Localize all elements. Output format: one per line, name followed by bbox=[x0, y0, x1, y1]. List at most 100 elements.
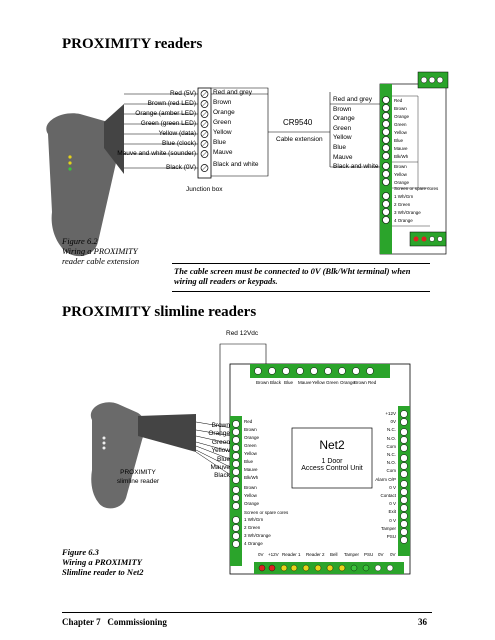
wire-label: Red (5V) bbox=[169, 90, 196, 97]
net2-title: Net2 bbox=[319, 438, 345, 452]
terminal-label: Reader 2 bbox=[306, 552, 325, 557]
terminal-label: Tamper bbox=[380, 525, 396, 531]
terminal-label: Mauve bbox=[394, 146, 408, 151]
caption-line: Wiring a PROXIMITY bbox=[62, 246, 138, 256]
caption-line: reader cable extension bbox=[62, 256, 140, 266]
wire-label: Yellow bbox=[211, 447, 230, 455]
pair-row: 4 Orange bbox=[394, 218, 413, 223]
terminal-label: Red bbox=[244, 419, 253, 424]
wire-label: Yellow bbox=[213, 129, 232, 136]
wire-label: Brown (red LED) bbox=[147, 100, 196, 107]
terminal-label: Green bbox=[326, 380, 339, 385]
wire-label: Orange bbox=[213, 109, 235, 116]
wire-label: Yellow (data) bbox=[158, 130, 196, 137]
junction-out-labels: Red and grey Brown Orange Green Yellow B… bbox=[213, 88, 273, 170]
wire-label: Orange (amber LED) bbox=[135, 110, 196, 117]
board-terminal-labels: Red Brown Orange Green Yellow Blue Mauve… bbox=[394, 97, 409, 187]
terminal-label: Exit bbox=[388, 509, 396, 515]
terminal-label: Green bbox=[394, 122, 407, 127]
terminal-label: 0V bbox=[390, 419, 396, 425]
wire-label: Black and white bbox=[213, 161, 259, 168]
reader-label-line: PROXIMITY bbox=[120, 469, 156, 476]
caption-line: Wiring a PROXIMITY bbox=[62, 557, 142, 567]
terminal-label: Green bbox=[244, 443, 257, 448]
terminal-label: Brown bbox=[256, 380, 269, 385]
terminal-label: Orange bbox=[394, 114, 410, 119]
footer-chapter: Chapter 7 Commissioning bbox=[62, 617, 167, 627]
terminal-label: Brown bbox=[394, 164, 407, 169]
wire-label: Blue (clock) bbox=[162, 140, 196, 147]
figure-label: Figure 6.3 bbox=[62, 547, 99, 557]
terminal-label: Blk/Wh bbox=[394, 154, 409, 159]
terminal-label: Yellow bbox=[394, 130, 407, 135]
terminal-label: Bell bbox=[330, 552, 338, 557]
terminal-label: Blue bbox=[244, 459, 254, 464]
net2-subtitle: 1 Door bbox=[321, 458, 343, 465]
terminal-label: Brown bbox=[354, 380, 367, 385]
terminal-label: 0V bbox=[258, 552, 264, 557]
wire-label: Black (0V) bbox=[166, 164, 196, 171]
wire-label: Green bbox=[213, 119, 232, 126]
wire-label: Mauve bbox=[213, 149, 233, 156]
terminal-label: Orange bbox=[394, 180, 410, 185]
wire-label: Mauve bbox=[333, 153, 353, 161]
cable-name: CR9540 bbox=[283, 118, 313, 127]
terminal-label: Orange bbox=[340, 380, 356, 385]
terminal-label: Brown bbox=[244, 427, 257, 432]
terminal-label: Com bbox=[386, 468, 396, 474]
reader-label-line: slimline reader bbox=[116, 478, 160, 485]
section-title-proximity-slimline: PROXIMITY slimline readers bbox=[62, 304, 257, 320]
terminal-label: N.O. bbox=[386, 435, 396, 441]
net2-subtitle: Access Control Unit bbox=[301, 465, 363, 472]
reader-wire-labels: Red (5V) Brown (red LED) Orange (amber L… bbox=[60, 89, 196, 173]
cable-screen-note: The cable screen must be connected to 0V… bbox=[174, 266, 411, 286]
terminal-label: Tamper bbox=[344, 552, 360, 557]
net2-top-terminal-labels: Brown Black Blue Mauve Yellow Green Oran… bbox=[252, 380, 392, 398]
wire-label: Orange bbox=[333, 115, 355, 123]
section-title-proximity-readers: PROXIMITY readers bbox=[62, 36, 203, 52]
junction-box-label: Junction box bbox=[186, 186, 223, 193]
caption-line: Slimline reader to Net2 bbox=[62, 567, 144, 577]
wire-label: Mauve bbox=[210, 464, 230, 472]
slimline-wire-labels: Brown Orange Green Yellow Blue Mauve Bla… bbox=[150, 422, 230, 481]
terminal-label: Orange bbox=[244, 435, 260, 440]
wire-label: Blue bbox=[333, 143, 347, 151]
board-pair-labels: 1 Wh/Grn 2 Green 3 Wh/Orange 4 Orange bbox=[394, 193, 421, 225]
terminal-label: 0 V bbox=[389, 517, 396, 523]
pair-row: 3 Wh/Orange bbox=[394, 210, 421, 215]
extension-wire-labels: Red and grey Brown Orange Green Yellow B… bbox=[333, 95, 393, 172]
proximity-reader-device bbox=[46, 104, 124, 257]
pair-row: 3 Wh/Orange bbox=[244, 533, 271, 538]
wire-label: Blue bbox=[216, 455, 230, 463]
pair-row: 1 Wh/Grn bbox=[394, 194, 414, 199]
terminal-label: Blue bbox=[284, 380, 294, 385]
pair-row: 4 Orange bbox=[244, 541, 263, 546]
terminal-label: PSU bbox=[386, 534, 396, 540]
terminal-label: Brown bbox=[244, 485, 257, 490]
slimline-reader-label: PROXIMITY slimline reader bbox=[108, 468, 168, 486]
figure-6-3-diagram bbox=[90, 343, 411, 575]
terminal-label: N.C. bbox=[387, 427, 396, 433]
terminal-label: +12V bbox=[385, 411, 396, 416]
net2-bottom-terminal-labels: 0V +12V Reader 1 Reader 2 Bell Tamper PS… bbox=[256, 552, 406, 562]
wire-label: Black and white bbox=[333, 163, 379, 171]
red-12vdc-label: Red 12Vdc bbox=[226, 330, 259, 337]
net2-right-terminal-labels: +12V 0V N.C. N.O. Com N.C. N.O. Com Alar… bbox=[374, 410, 396, 541]
terminal-label: 0V bbox=[378, 552, 384, 557]
terminal-label: Contact bbox=[380, 493, 396, 499]
net2-screen-label: Screen or spare cores bbox=[244, 510, 289, 515]
terminal-label: Orange bbox=[244, 501, 260, 506]
net2-left-terminal-labels: Red Brown Orange Green Yellow Blue Mauve… bbox=[244, 418, 259, 508]
wire-label: Black bbox=[214, 472, 230, 480]
wire-label: Brown bbox=[333, 105, 352, 113]
wire-label: Red and grey bbox=[333, 96, 373, 103]
terminal-label: Blue bbox=[394, 138, 404, 143]
terminal-label: Com bbox=[386, 443, 396, 449]
net2-panel-text: Net2 1 Door Access Control Unit bbox=[292, 438, 372, 472]
terminal-label: N.C. bbox=[387, 452, 396, 458]
terminal-label: +12V bbox=[268, 552, 279, 557]
net2-pair-labels: 1 Wh/Grn 2 Green 3 Wh/Orange 4 Orange bbox=[244, 516, 271, 548]
terminal-label: Brown bbox=[394, 106, 407, 111]
wire-label: Orange bbox=[208, 430, 230, 438]
footer-page-number: 36 bbox=[418, 617, 427, 627]
